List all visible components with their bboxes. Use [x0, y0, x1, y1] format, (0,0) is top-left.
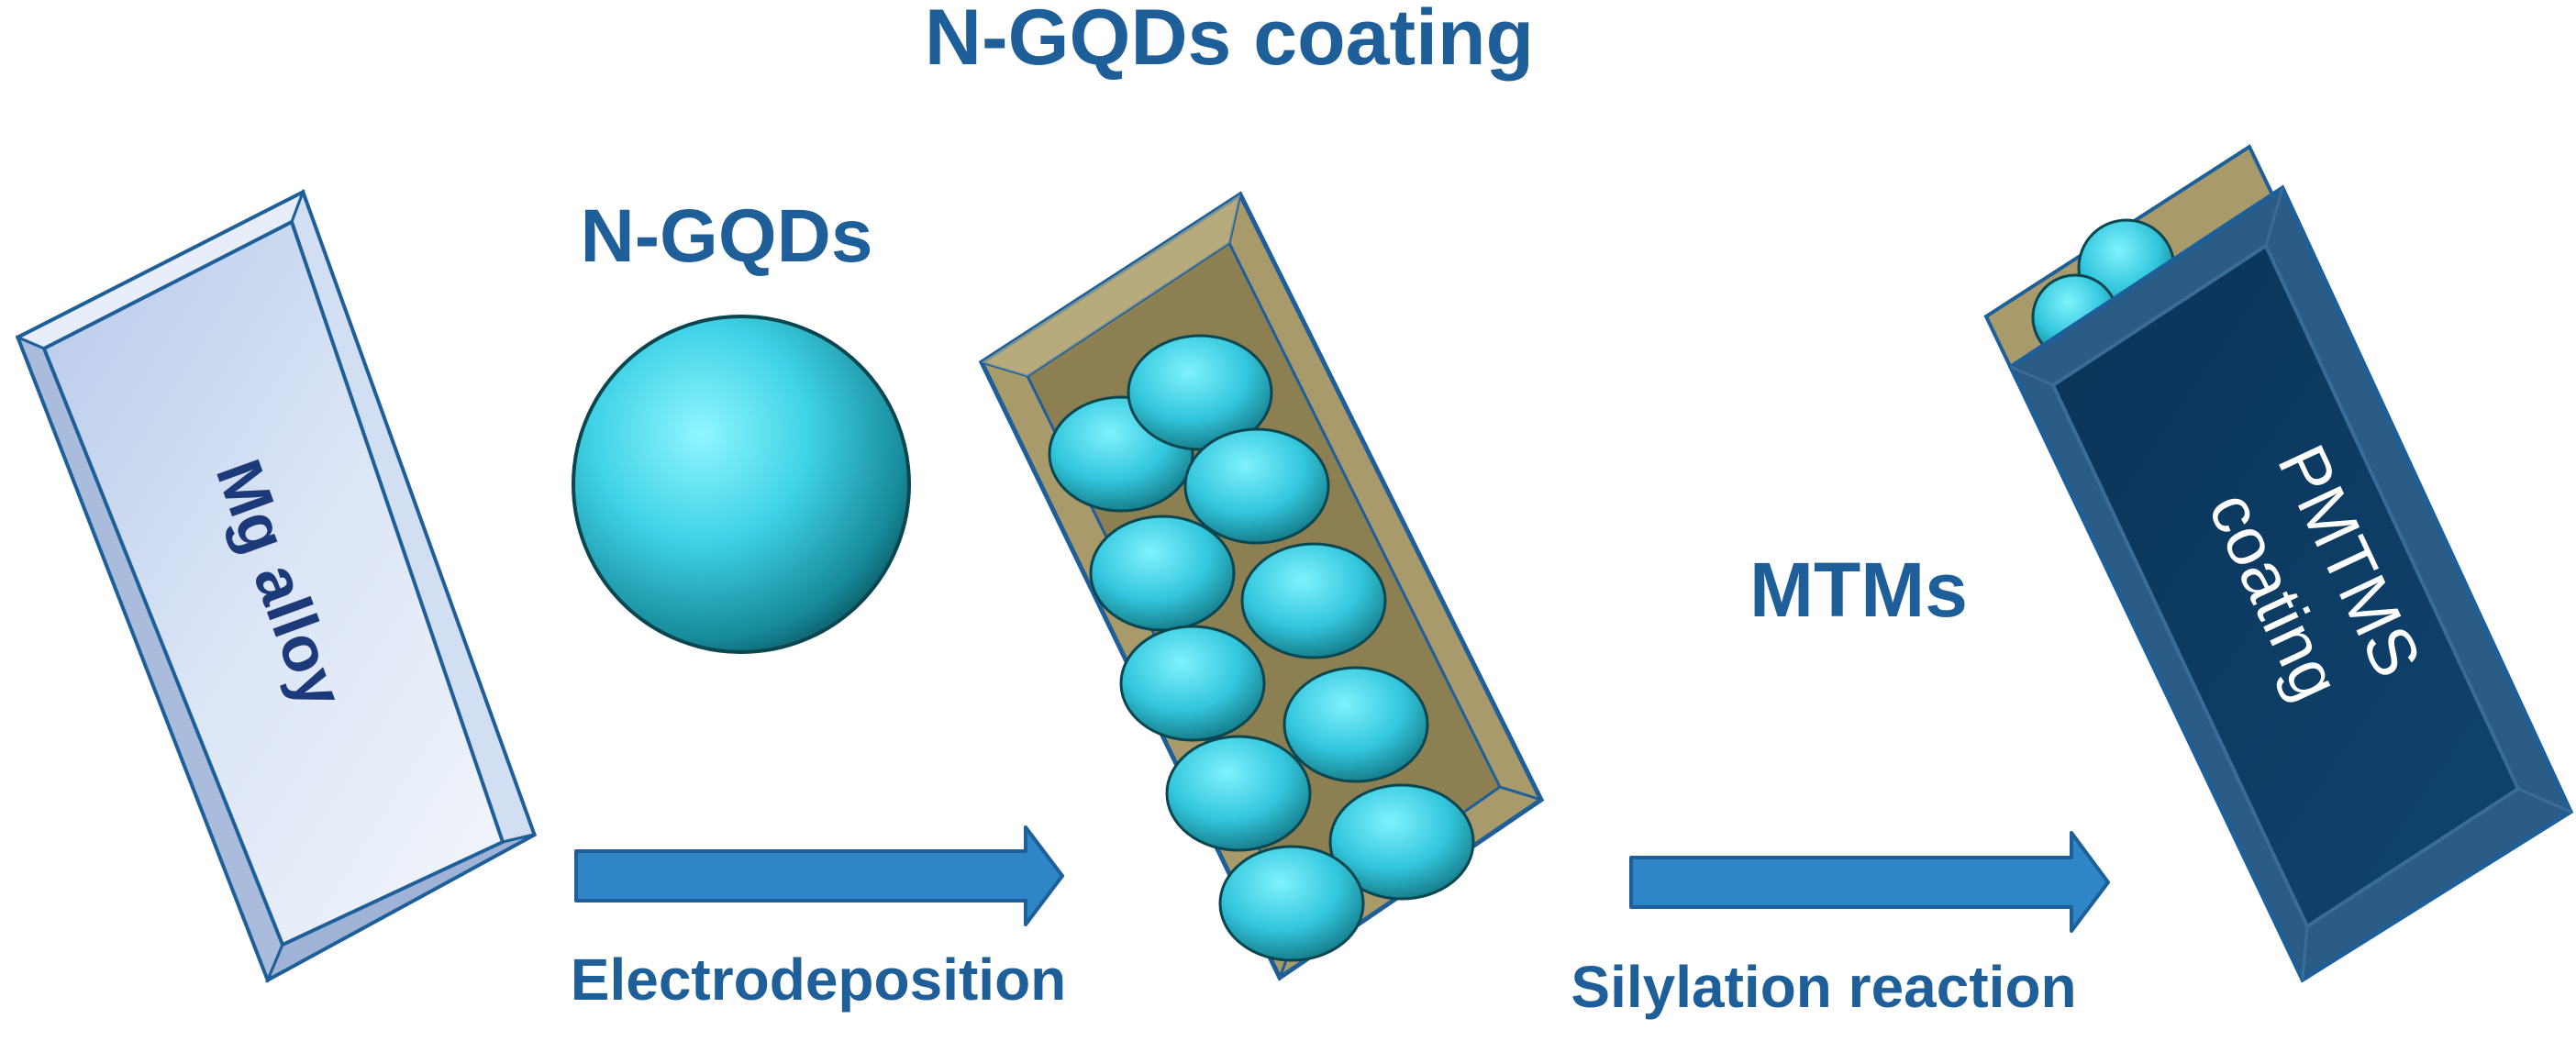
tray-sphere-icon [1089, 515, 1236, 632]
right-arrow-icon [574, 825, 1064, 926]
mg-alloy-plate-icon [15, 188, 538, 983]
tray-spheres [1048, 334, 1475, 962]
pmtms-coated-plate-icon [1983, 144, 2574, 983]
tray-sphere-icon [1127, 334, 1273, 451]
tray-sphere-icon [1183, 427, 1330, 545]
n-gqd-sphere-icon [572, 315, 911, 654]
tray-sphere-icon [1240, 542, 1387, 659]
tray-sphere-icon [1328, 783, 1475, 901]
tray-sphere-icon [1165, 735, 1312, 852]
tray-sphere-icon [1282, 666, 1429, 783]
page-title: N-GQDs coating [925, 0, 1534, 82]
tray-sphere-icon [1119, 625, 1266, 742]
silylation-label: Silylation reaction [1571, 954, 2076, 1020]
tray-sphere-icon [1218, 845, 1365, 962]
ngqds-label: N-GQDs [581, 194, 873, 278]
right-arrow-icon [1629, 831, 2110, 933]
electrodeposition-label: Electrodeposition [571, 947, 1067, 1013]
mtms-label: MTMs [1749, 547, 1968, 633]
